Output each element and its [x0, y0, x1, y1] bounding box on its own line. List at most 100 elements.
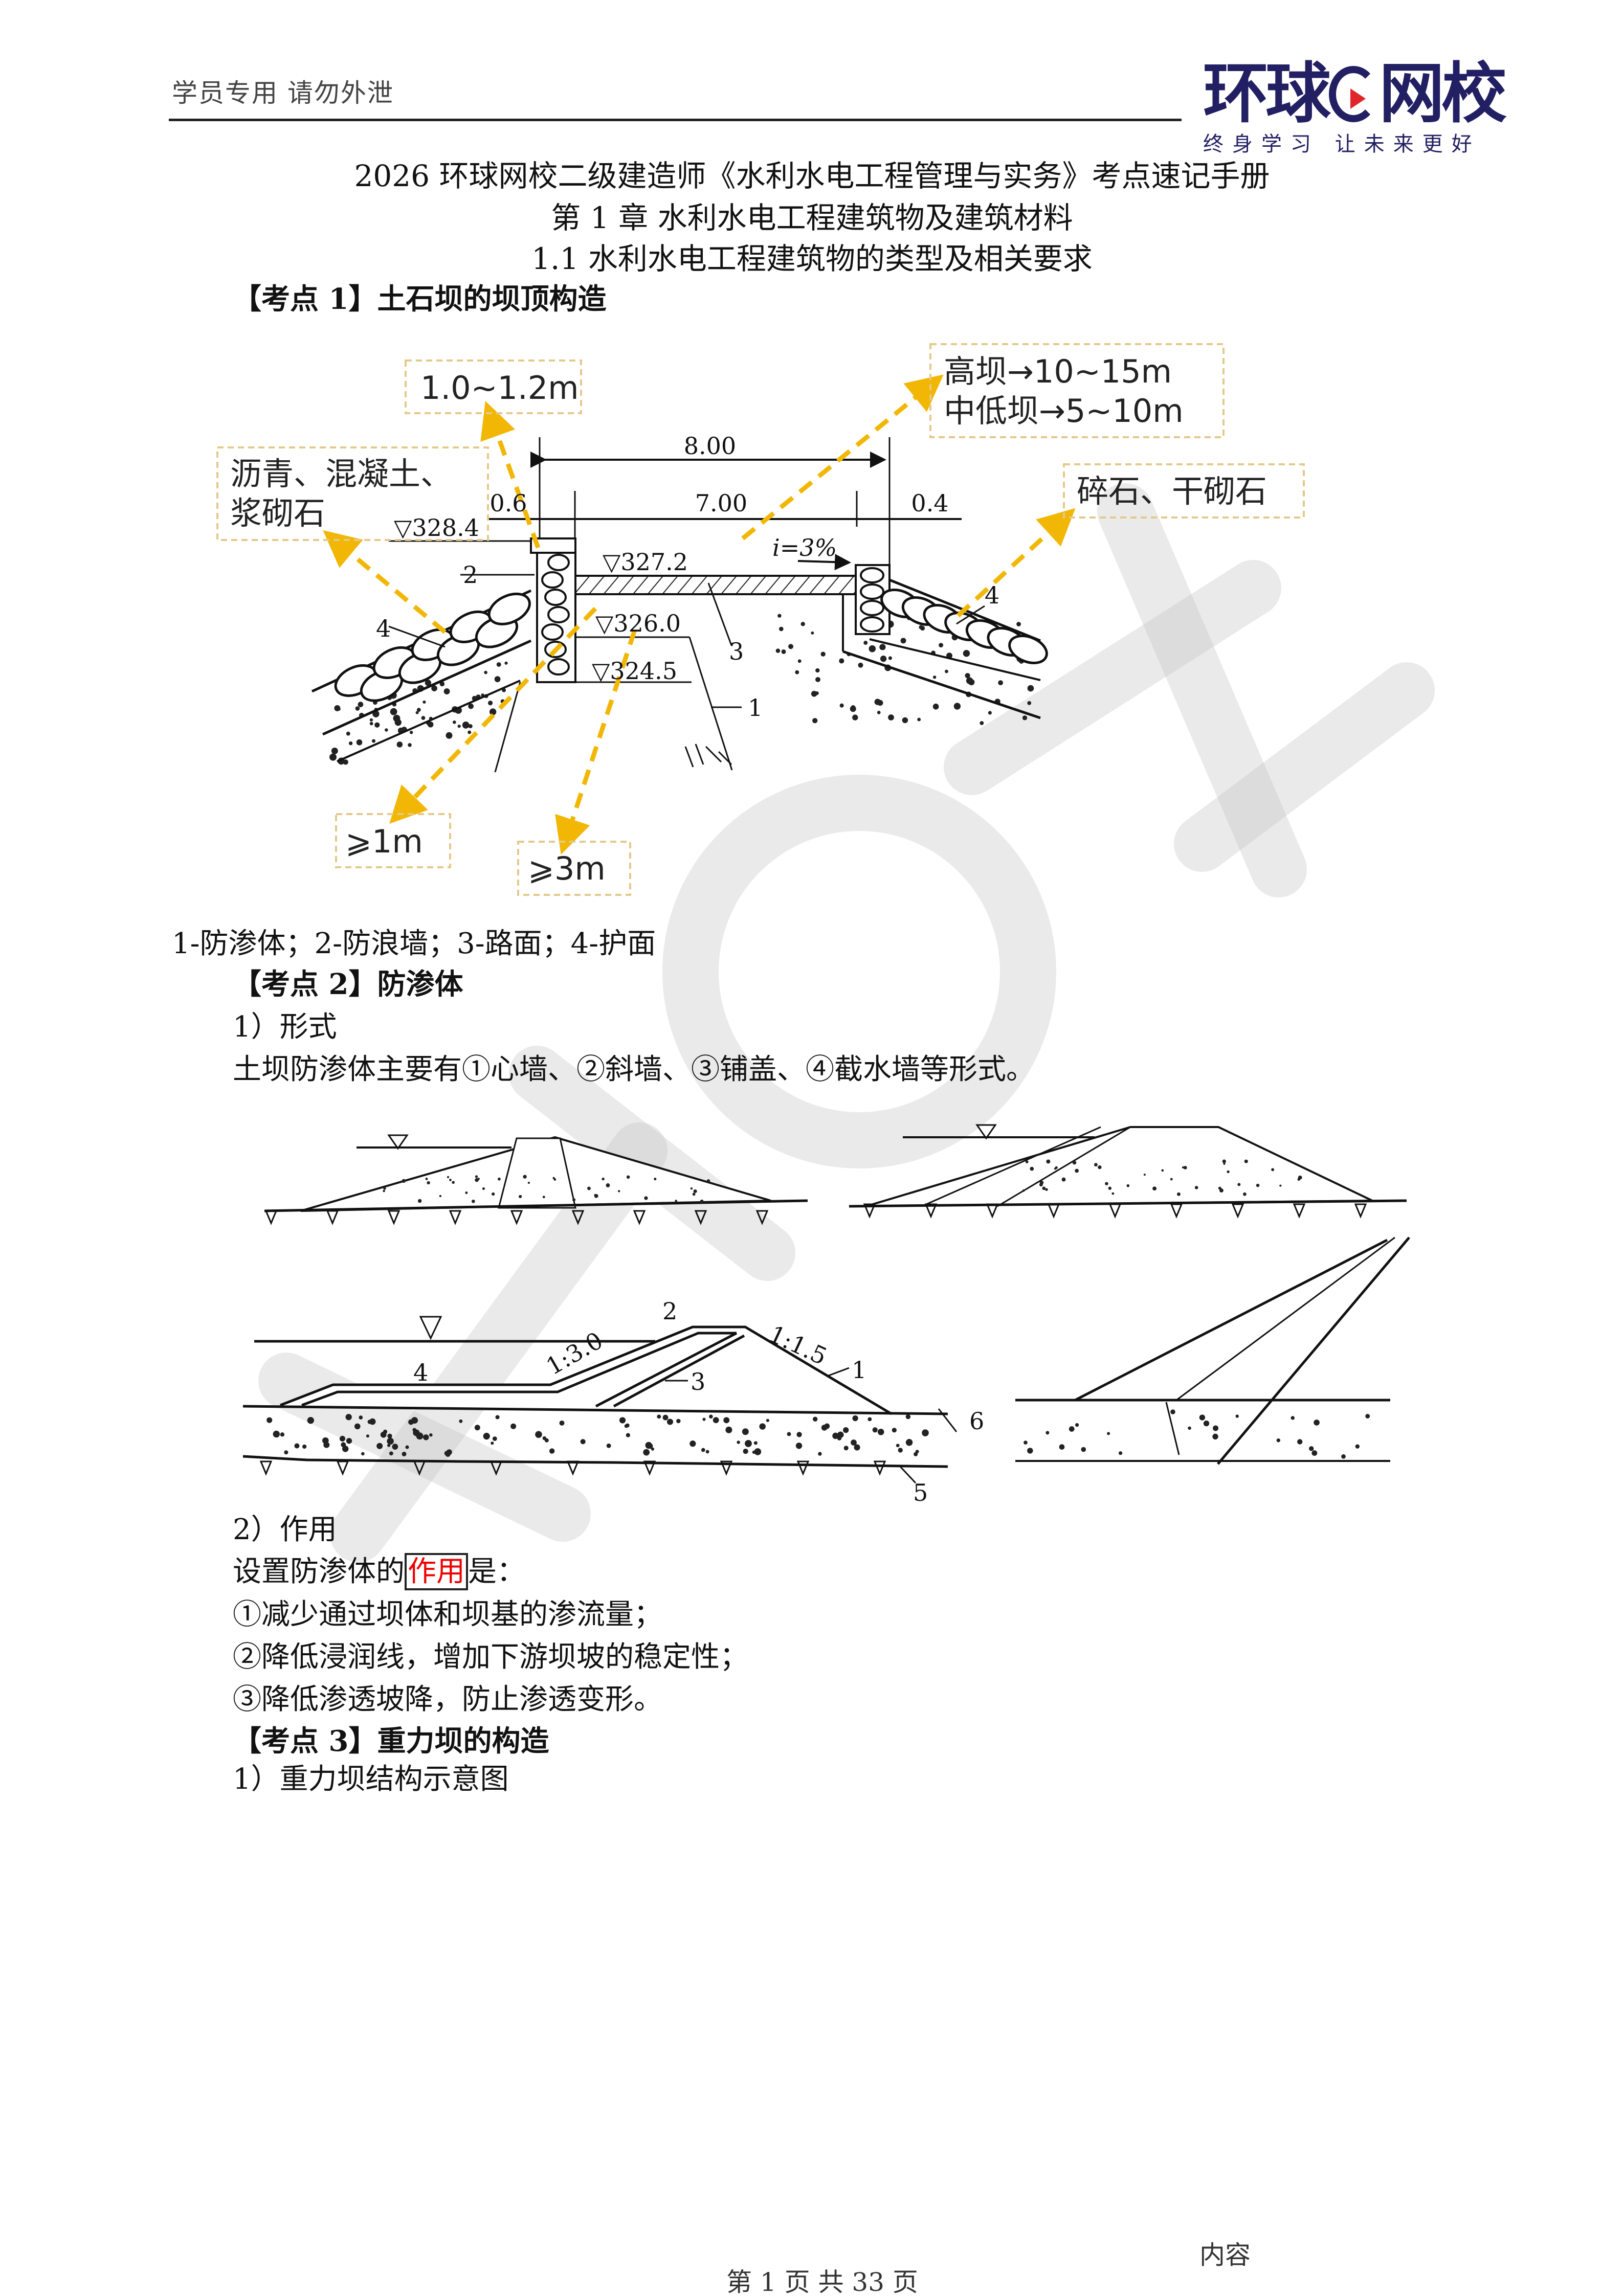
- footer-content-label: 内容: [1199, 2240, 1251, 2270]
- gravel-dot: [380, 1431, 387, 1438]
- gravel-dot: [331, 748, 338, 754]
- gravel-dot: [779, 626, 784, 632]
- gravel-dot: [1024, 1440, 1028, 1445]
- gravel-dot: [945, 669, 948, 673]
- wall-stone: [544, 589, 567, 606]
- gravel-dot: [1143, 1174, 1146, 1176]
- gravel-dot: [713, 1417, 719, 1424]
- gravel-dot: [273, 1430, 280, 1438]
- wall-stone: [541, 571, 564, 589]
- callout-crest-low: 中低坝→5~10m: [944, 392, 1184, 430]
- gravel-dot: [383, 1187, 386, 1190]
- callout-crest-high: 高坝→10~15m: [944, 353, 1172, 390]
- gravel-dot: [1256, 1183, 1260, 1187]
- gravel-dot: [323, 1442, 330, 1448]
- logo-tagline: 终身学习 让未来更好: [1203, 132, 1481, 156]
- gravel-dot: [753, 1441, 758, 1445]
- gravel-dot: [416, 1432, 424, 1440]
- gravel-dot: [468, 703, 474, 709]
- gravel-dot: [1213, 1425, 1219, 1431]
- gravel-dot: [452, 1181, 455, 1184]
- gravel-dot: [843, 1446, 849, 1451]
- gravel-dot: [594, 1194, 597, 1197]
- gravel-dot: [1170, 1409, 1175, 1414]
- gravel-dot: [618, 1190, 620, 1192]
- gravel-dot: [690, 1187, 693, 1190]
- foundation-tick: [1047, 1203, 1060, 1219]
- gravel-dot: [644, 1196, 648, 1200]
- gravel-dot: [475, 1178, 479, 1182]
- gravel-dot: [1061, 1177, 1066, 1182]
- gravel-dot: [329, 753, 337, 761]
- gravel-dot: [1235, 1414, 1239, 1418]
- elevation-326-label: ▽326.0: [595, 610, 681, 637]
- gravel-dot: [723, 1417, 730, 1424]
- gravel-dot: [431, 685, 437, 691]
- gravel-dot: [446, 732, 453, 739]
- foundation-gravel: [266, 1159, 1370, 1459]
- gravel-dot: [787, 1432, 791, 1436]
- gravel-dot: [492, 1436, 497, 1441]
- gravel-dot: [742, 1428, 749, 1435]
- gravel-dot: [387, 1437, 394, 1445]
- gravel-dot: [402, 1451, 407, 1456]
- foundation-tick: [863, 1203, 876, 1219]
- gravel-dot: [932, 676, 937, 679]
- gravel-dot: [489, 708, 497, 715]
- riprap-left: [334, 592, 531, 702]
- purpose-item-2: ②降低浸润线，增加下游坝坡的稳定性；: [233, 1640, 748, 1674]
- callout-gravel: 碎石、干砌石: [1077, 472, 1267, 510]
- gravel-dot: [1271, 1168, 1275, 1172]
- gravel-dot: [443, 688, 450, 695]
- gravel-dot: [369, 718, 373, 722]
- gravel-dot: [863, 641, 868, 645]
- gravel-dot: [1243, 1192, 1247, 1196]
- gravel-dot: [980, 721, 984, 725]
- foundation-tick: [490, 1460, 503, 1476]
- gravel-dot: [342, 1446, 349, 1452]
- section-title: 1.1 水利水电工程建筑物的类型及相关要求: [531, 241, 1093, 276]
- gravel-dot: [1152, 1186, 1157, 1191]
- gravel-dot: [415, 711, 419, 714]
- gravel-dot: [795, 1443, 803, 1449]
- gravel-dot: [427, 1181, 430, 1185]
- gravel-dot: [498, 1177, 501, 1181]
- riprap-stone: [487, 592, 531, 625]
- slope-label: i=3%: [772, 534, 837, 561]
- header-divider: [169, 119, 1182, 121]
- header-notice: 学员专用 请勿外泄: [172, 78, 394, 108]
- foundation-tick: [755, 1210, 769, 1225]
- gravel-dot: [409, 731, 413, 734]
- gravel-dot: [811, 690, 817, 697]
- core-wall-diagram: [264, 1134, 808, 1225]
- gravel-dot: [491, 1442, 494, 1445]
- gravel-dot: [898, 1448, 903, 1453]
- foundation-tick: [1231, 1203, 1244, 1219]
- point3-sub1: 1）重力坝结构示意图: [233, 1763, 509, 1796]
- label-4-left: 4: [376, 615, 391, 642]
- gravel-dot: [1237, 1183, 1241, 1186]
- document-title: 2026 环球网校二级建造师《水利水电工程管理与实务》考点速记手册: [354, 159, 1270, 193]
- gravel-dot: [824, 1423, 830, 1429]
- gravel-dot: [693, 1189, 697, 1194]
- gravel-dot: [745, 1440, 752, 1447]
- gravel-dot: [657, 1414, 661, 1419]
- point2-sub2: 2）作用: [233, 1513, 337, 1546]
- elevation-wall-label: ▽328.4: [394, 514, 479, 542]
- gravel-dot: [1161, 1169, 1164, 1172]
- gravel-dot: [439, 1195, 442, 1198]
- gravel-dot: [606, 1443, 611, 1448]
- gravel-dot: [462, 721, 470, 729]
- gravel-dot: [387, 1433, 392, 1438]
- gravel-dot: [1126, 1184, 1130, 1187]
- gravel-dot: [647, 1443, 653, 1449]
- gravel-dot: [396, 741, 403, 748]
- gravel-dot: [858, 662, 863, 668]
- gravel-dot: [1027, 701, 1032, 705]
- gravel-dot: [852, 1415, 858, 1422]
- gravel-dot: [850, 706, 856, 712]
- gravel-dot: [1314, 1420, 1320, 1426]
- gravel-dot: [354, 1423, 361, 1430]
- gravel-dot: [602, 1177, 605, 1181]
- gravel-dot: [1107, 1432, 1110, 1435]
